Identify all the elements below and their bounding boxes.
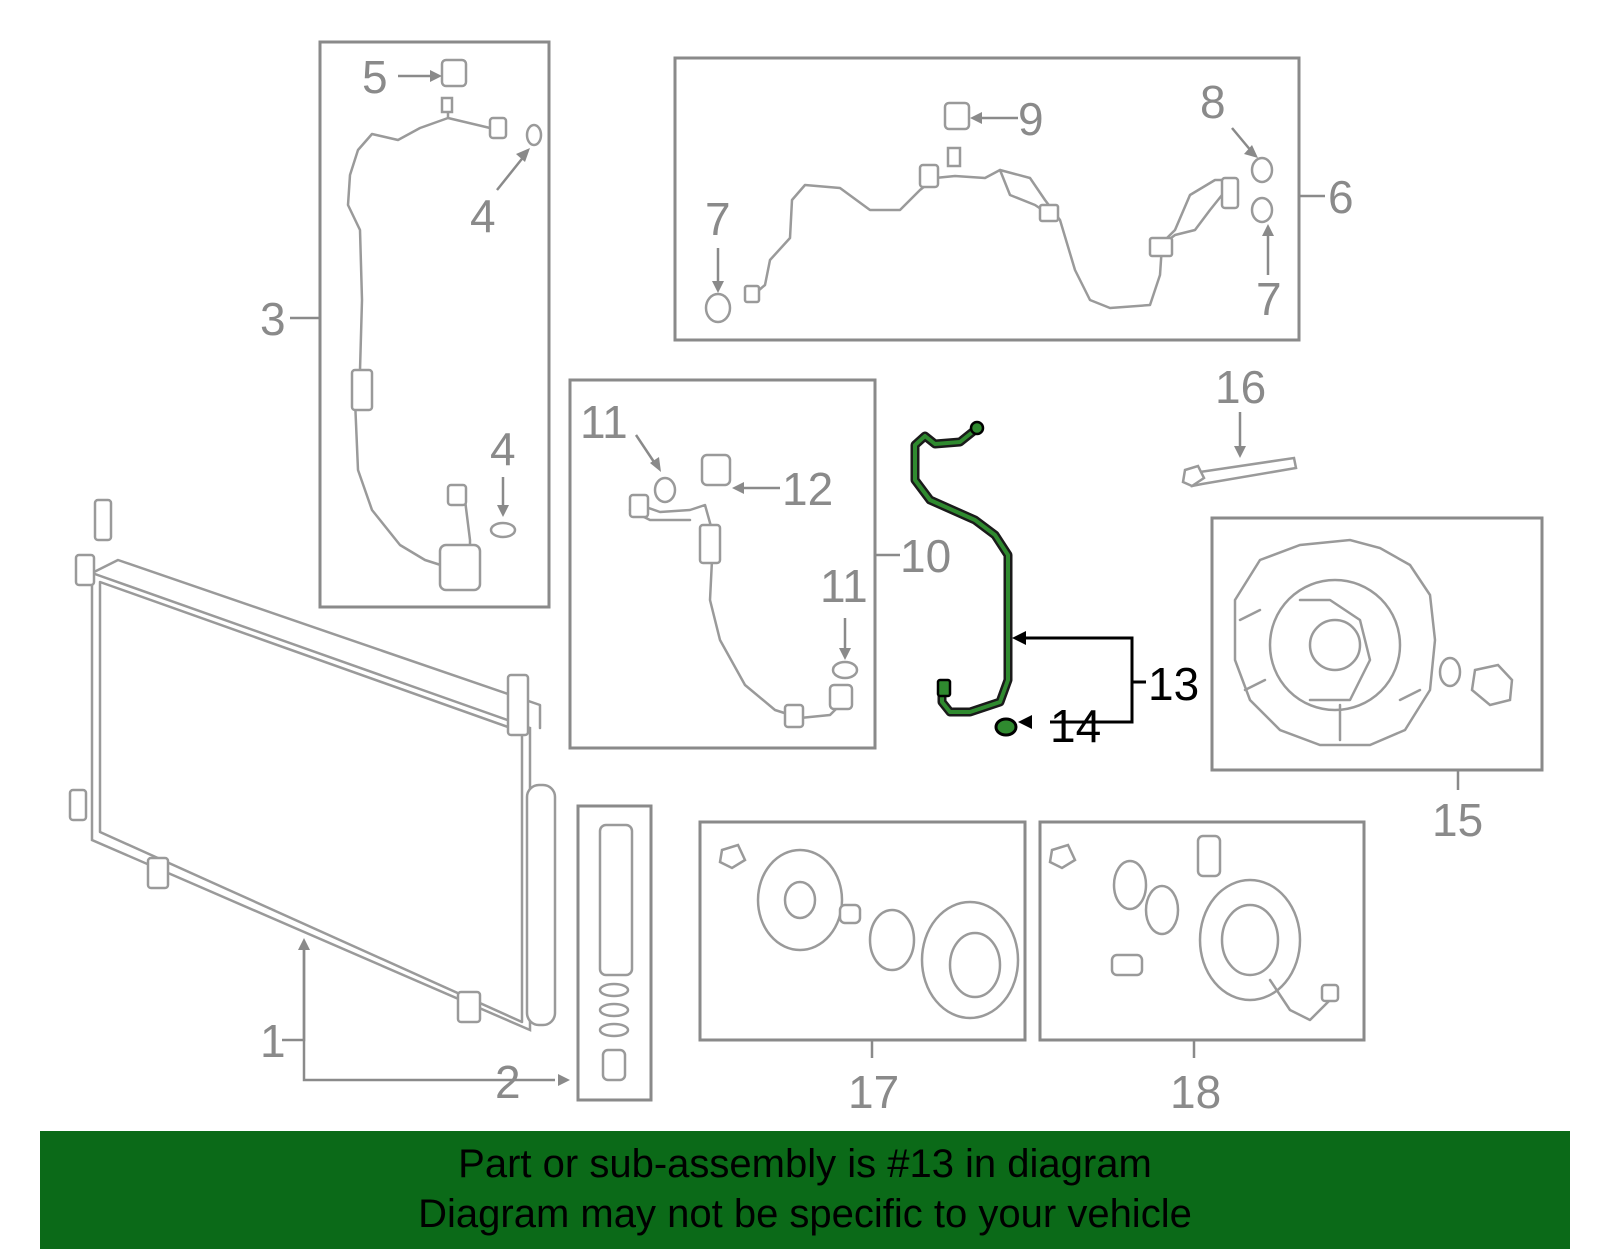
callout-11a: 11 xyxy=(580,396,628,448)
part-1-condenser xyxy=(68,498,557,1032)
part-13-highlighted-pipe xyxy=(910,420,1013,717)
callout-1: 1 xyxy=(260,1015,286,1067)
callout-14: 14 xyxy=(1050,700,1101,752)
banner-line-1: Part or sub-assembly is #13 in diagram xyxy=(458,1142,1152,1186)
parts-diagram: 3 5 4 4 6 9 8 7 7 xyxy=(68,40,1544,1118)
part-10-hose-assembly xyxy=(568,378,877,750)
banner-line-2: Diagram may not be specific to your vehi… xyxy=(418,1192,1192,1236)
callout-5: 5 xyxy=(362,51,388,103)
callout-6: 6 xyxy=(1328,171,1354,223)
callout-13: 13 xyxy=(1148,658,1199,710)
part-17-clutch-pulley xyxy=(698,820,1027,1042)
callout-11b: 11 xyxy=(820,560,868,612)
callout-17: 17 xyxy=(848,1066,899,1118)
callout-4b: 4 xyxy=(490,423,516,475)
callout-7b: 7 xyxy=(1256,273,1282,325)
part-18-field-coil xyxy=(1038,820,1366,1042)
info-banner: Part or sub-assembly is #13 in diagram D… xyxy=(40,1131,1570,1249)
callout-9: 9 xyxy=(1018,93,1044,145)
callout-3: 3 xyxy=(260,293,286,345)
callout-8: 8 xyxy=(1200,76,1226,128)
callout-2: 2 xyxy=(495,1056,521,1108)
callout-16: 16 xyxy=(1215,361,1266,413)
callout-7a: 7 xyxy=(705,193,731,245)
part-3-hose-assembly xyxy=(318,40,551,609)
part-2-desiccant-kit xyxy=(576,804,653,1102)
part-16-bolt xyxy=(1181,456,1298,488)
callout-10: 10 xyxy=(900,530,951,582)
callout-12: 12 xyxy=(782,463,833,515)
callout-4a: 4 xyxy=(470,190,496,242)
part-6-pipe-assembly xyxy=(673,56,1301,342)
callout-18: 18 xyxy=(1170,1066,1221,1118)
part-15-compressor xyxy=(1210,516,1544,772)
part-14-o-ring xyxy=(994,717,1018,737)
callout-15: 15 xyxy=(1432,794,1483,846)
